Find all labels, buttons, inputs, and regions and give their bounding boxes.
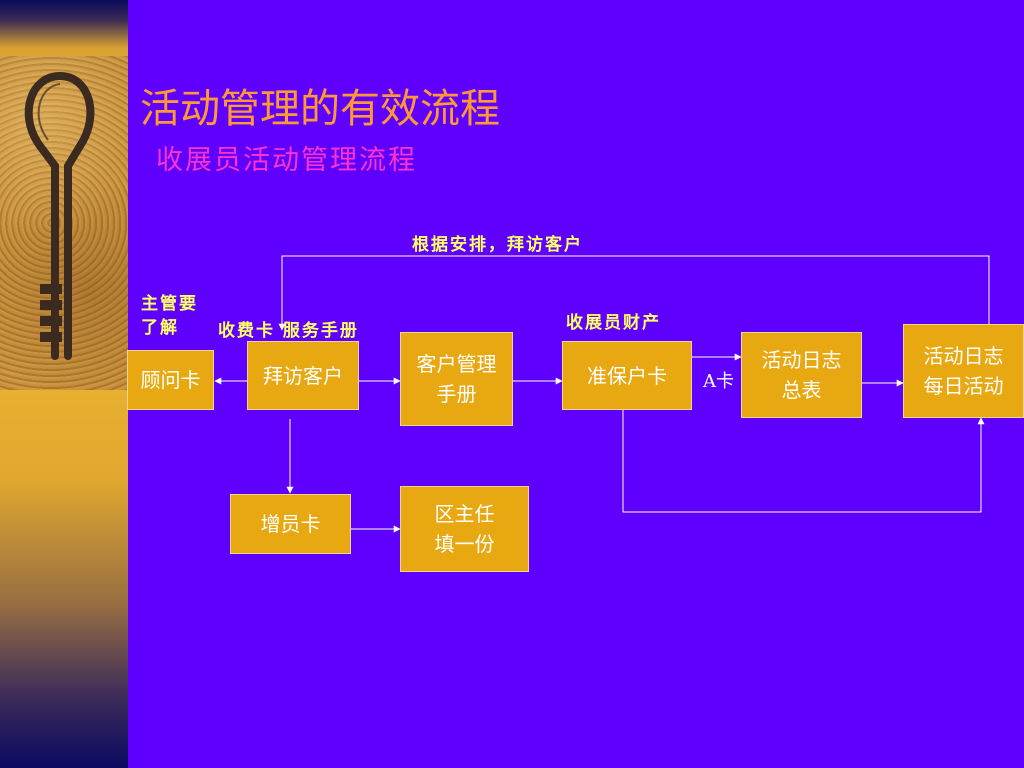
page-title: 活动管理的有效流程 (140, 86, 500, 132)
note-assets: 收展员财产 (566, 313, 661, 333)
box-client-manual: 客户管理 手册 (400, 332, 513, 426)
key-photo (0, 56, 128, 390)
connector-bottom-loop (622, 410, 985, 513)
box-district-fill: 区主任 填一份 (400, 486, 529, 572)
page-subtitle: 收展员活动管理流程 (156, 145, 417, 176)
box-prospect-card: 准保户卡 (562, 341, 692, 410)
box-activity-summary: 活动日志 总表 (741, 332, 862, 418)
note-supervisor: 主管要 了解 (141, 294, 198, 338)
box-consultant-card: 顾问卡 (127, 350, 214, 410)
note-fees: 收费卡 服务手册 (218, 321, 359, 341)
box-visit-client: 拜访客户 (247, 341, 359, 410)
label-a-card: A卡 (703, 371, 734, 392)
box-recruit-card: 增员卡 (230, 494, 351, 554)
key-icon (24, 72, 95, 360)
note-top-route: 根据安排，拜访客户 (412, 235, 583, 255)
connector-top-loop (278, 255, 990, 331)
box-activity-daily: 活动日志 每日活动 (903, 324, 1024, 418)
